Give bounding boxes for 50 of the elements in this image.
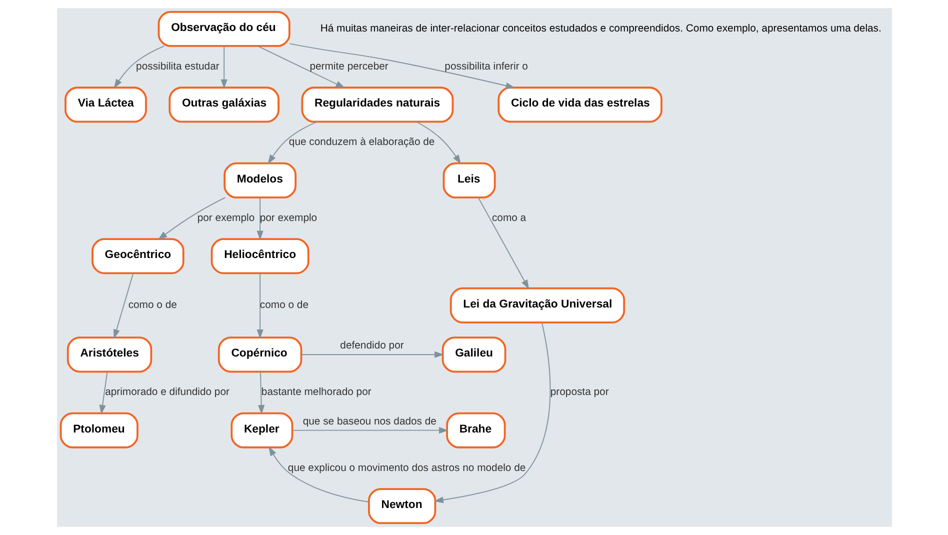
node-box: Modelos	[223, 162, 296, 198]
node-box: Lei da Gravitação Universal	[449, 287, 625, 324]
arrow	[112, 273, 134, 339]
edge-label: que conduzem à elaboração de	[288, 137, 434, 148]
node-box: Regularidades naturais	[300, 86, 454, 123]
arrow	[268, 446, 369, 502]
node-box: Geocêntrico	[91, 238, 184, 274]
arrow	[113, 46, 164, 88]
node-box: Leis	[442, 162, 496, 198]
arrow	[157, 197, 226, 240]
edge-label: permite perceber	[309, 61, 388, 72]
arrow	[256, 197, 263, 240]
node-box: Copérnico	[217, 336, 302, 373]
node-box: Newton	[368, 488, 436, 524]
edge-label: proposta por	[550, 387, 608, 398]
node-box: Galileu	[441, 336, 506, 373]
arrow	[267, 121, 317, 164]
arrow	[258, 371, 264, 414]
node-box: Kepler	[230, 412, 293, 448]
arrow	[220, 46, 227, 89]
edge-label: como a	[491, 212, 526, 224]
node-box: Brahe	[446, 412, 506, 448]
edge-label: aprimorado e difundido por	[104, 387, 229, 398]
edge-label: defendido por	[340, 340, 404, 352]
node-box: Via Láctea	[64, 86, 146, 123]
label: Há muitas maneiras de inter-relacionar conceitos estudados e compreendidos. Como exemplo, apresentamos uma delas.	[320, 24, 881, 35]
arrow	[477, 197, 529, 290]
node-box: Outras galáxias	[168, 86, 279, 123]
edge-label: possibilita estudar	[136, 61, 219, 72]
edge-label: possibilita inferir o	[444, 61, 528, 72]
edge-label: que se baseou nos dados de	[302, 416, 436, 428]
arrow	[98, 371, 108, 414]
edge-label: por exemplo	[196, 212, 254, 224]
edge-label: como o de	[128, 300, 176, 312]
node-box: Observação do céu	[157, 10, 290, 47]
node-box: Aristóteles	[66, 336, 152, 373]
edge-label: como o de	[259, 300, 308, 312]
arrow	[415, 121, 461, 164]
arrow	[256, 46, 345, 88]
edge-label: bastante melhorado por	[260, 387, 371, 398]
arrow	[256, 273, 263, 339]
arrow	[288, 43, 515, 89]
arrow	[300, 351, 444, 358]
arrow	[292, 427, 448, 434]
arrow	[433, 322, 550, 504]
node-box: Heliocêntrico	[210, 238, 309, 274]
node-box: Ciclo de vida das estrelas	[497, 86, 662, 123]
edge-label: por exemplo	[259, 212, 317, 224]
node-box: Ptolomeu	[59, 412, 138, 448]
edge-label: que explicou o movimento dos astros no modelo de	[287, 462, 526, 474]
